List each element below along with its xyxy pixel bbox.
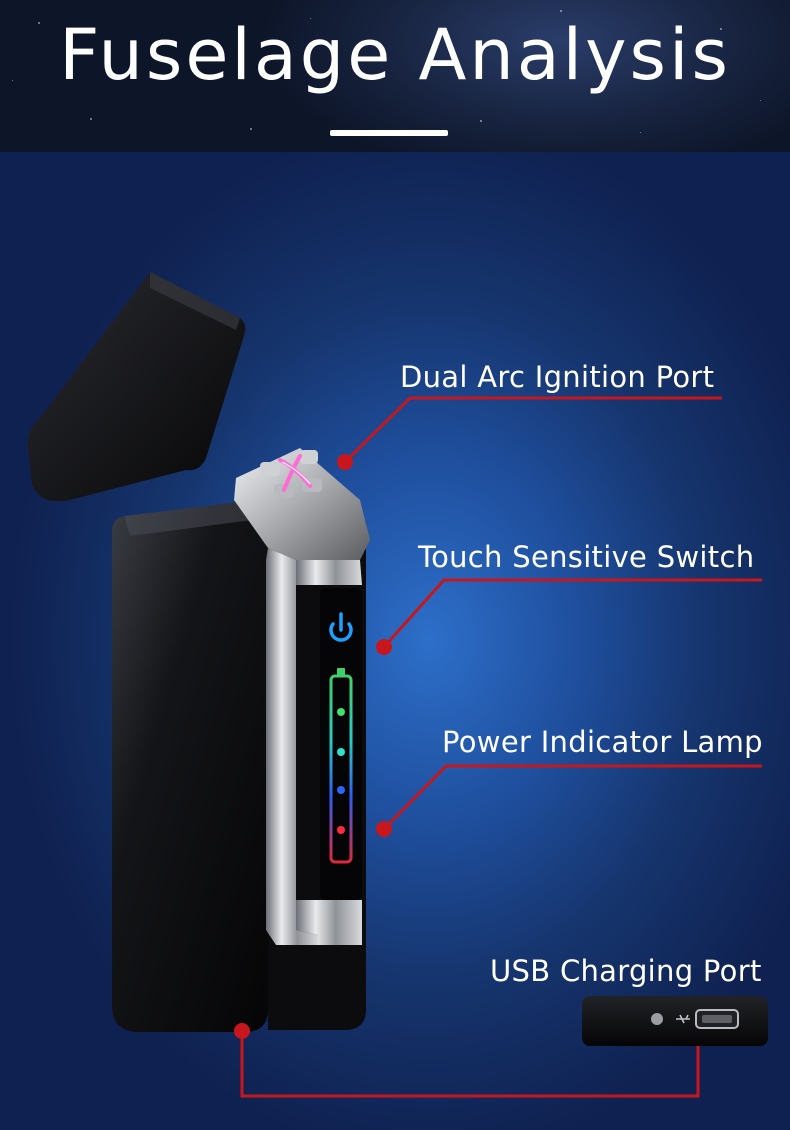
arc-electrodes bbox=[260, 450, 322, 498]
lighter-lid bbox=[27, 272, 246, 502]
power-icon bbox=[329, 612, 353, 642]
usb-icon bbox=[676, 1014, 690, 1024]
display-window bbox=[320, 588, 362, 900]
callout-line-power bbox=[376, 764, 762, 837]
lamp-cyan bbox=[337, 748, 345, 756]
callout-line-usb bbox=[234, 1023, 700, 1098]
callout-line-arc bbox=[337, 396, 722, 470]
header-banner: Fuselage Analysis bbox=[0, 0, 790, 152]
port-led bbox=[651, 1013, 663, 1025]
title-underline bbox=[330, 130, 448, 136]
lamp-red bbox=[337, 826, 345, 834]
callout-arc-ignition: Dual Arc Ignition Port bbox=[400, 360, 715, 394]
usb-port-inset bbox=[582, 996, 768, 1046]
callout-usb-port: USB Charging Port bbox=[490, 954, 762, 988]
lighter-body bbox=[112, 502, 268, 1032]
callout-line-touch bbox=[376, 578, 762, 655]
lamp-blue bbox=[337, 786, 345, 794]
callout-touch-switch: Touch Sensitive Switch bbox=[418, 540, 755, 574]
callout-power-lamp: Power Indicator Lamp bbox=[442, 725, 763, 759]
lamp-green bbox=[337, 708, 345, 716]
page-title: Fuselage Analysis bbox=[59, 14, 731, 96]
battery-indicator-icon bbox=[329, 668, 353, 864]
